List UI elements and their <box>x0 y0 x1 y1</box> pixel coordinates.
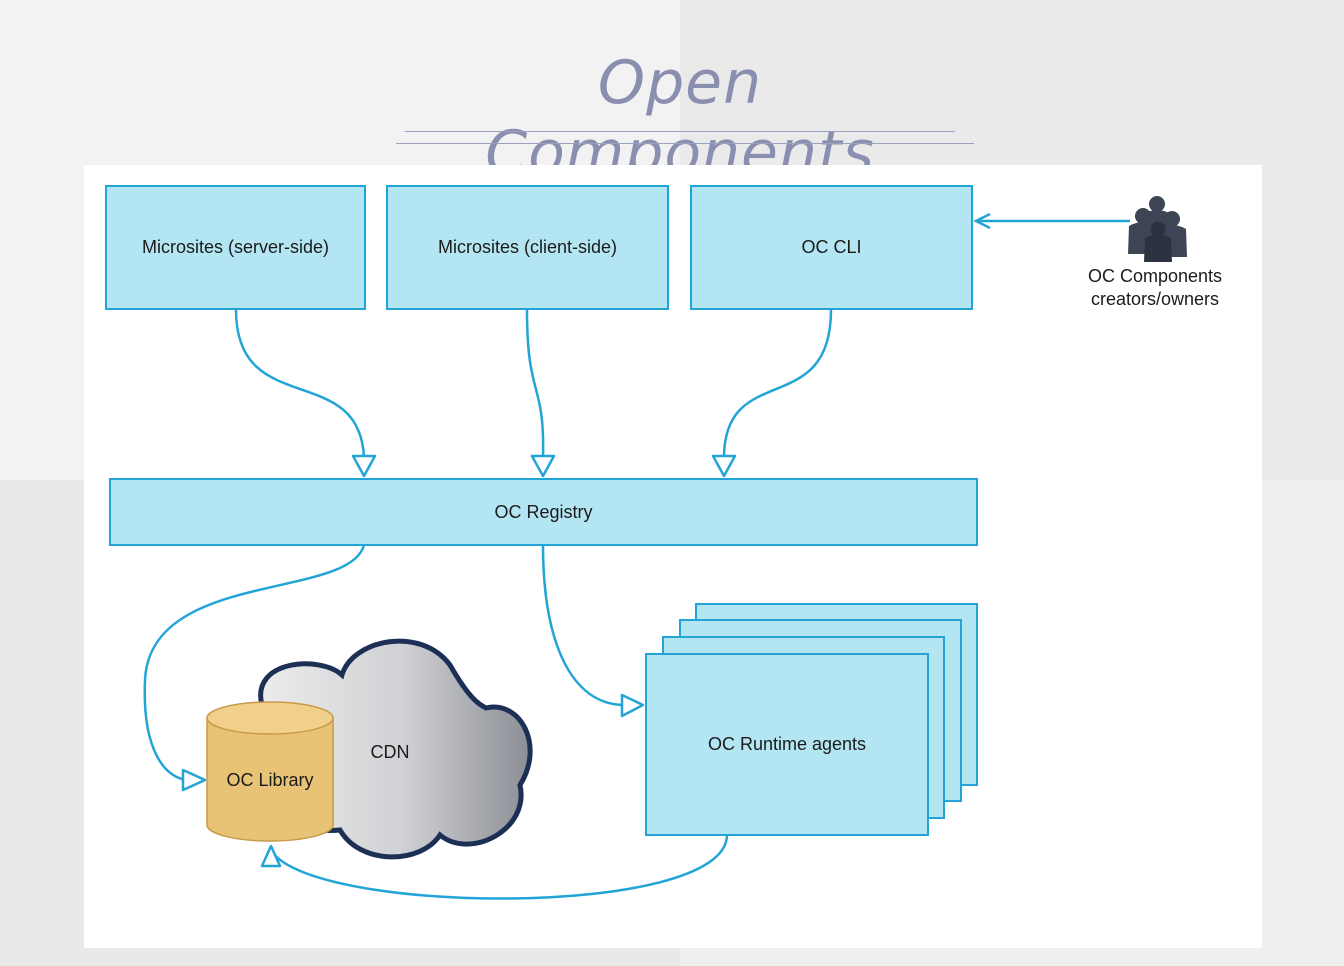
arrowhead <box>260 844 282 868</box>
database-cylinder-icon <box>206 701 334 842</box>
owners-label-line2: creators/owners <box>1090 289 1220 309</box>
oc-registry-box: OC Registry <box>109 478 978 546</box>
microsites-client-label: Microsites (client-side) <box>437 237 618 257</box>
oc-runtime-agents-box: OC Runtime agents <box>645 653 929 836</box>
arrow-server-to-registry <box>234 309 366 459</box>
arrowhead <box>351 454 377 478</box>
title-underline <box>396 143 974 144</box>
title-underline <box>405 131 955 132</box>
page-title: Open Components <box>485 48 875 188</box>
arrowhead <box>530 454 556 478</box>
microsites-server-label: Microsites (server-side) <box>141 237 330 257</box>
arrow-registry-to-runtime <box>541 544 626 707</box>
arrow-runtime-to-library <box>268 834 729 900</box>
arrow-client-to-registry <box>525 309 545 459</box>
arrowhead <box>181 768 207 792</box>
owners-label-line1: OC Components <box>1087 266 1223 286</box>
microsites-server-box: Microsites (server-side) <box>105 185 366 310</box>
arrow-cli-to-registry <box>722 309 833 459</box>
people-group-icon <box>1128 196 1187 262</box>
oc-library-label: OC Library <box>226 770 314 790</box>
oc-registry-label: OC Registry <box>494 501 593 522</box>
cdn-label: CDN <box>370 742 410 762</box>
arrow-registry-to-library <box>143 544 366 782</box>
oc-cli-box: OC CLI <box>690 185 973 310</box>
oc-runtime-agents-label: OC Runtime agents <box>707 734 867 754</box>
arrowhead <box>620 693 645 718</box>
arrowhead-open <box>973 212 991 230</box>
oc-cli-label: OC CLI <box>801 237 862 257</box>
microsites-client-box: Microsites (client-side) <box>386 185 669 310</box>
arrowhead <box>711 454 737 478</box>
